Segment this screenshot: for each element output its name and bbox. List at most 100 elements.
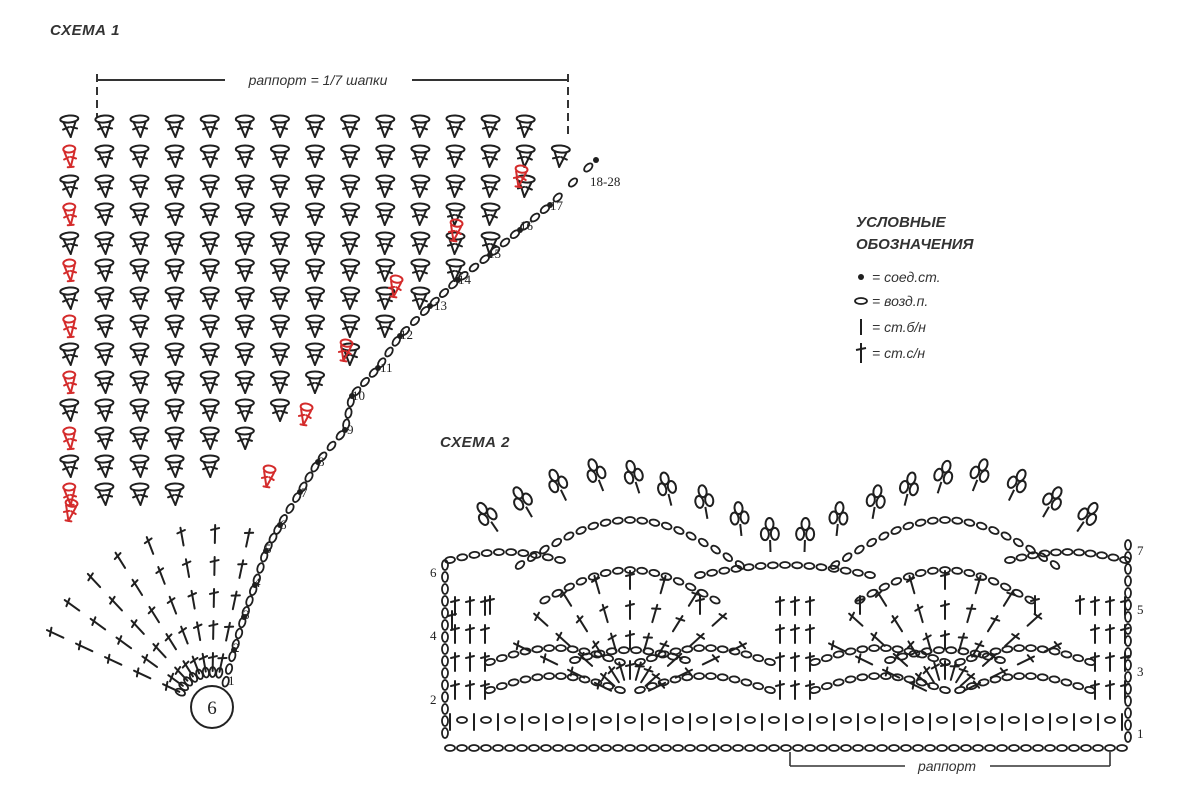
double-crochet-stitch [465,624,475,644]
chain-arch [633,685,647,695]
v-stitch [199,174,221,199]
scheme2-repeat-label: раппорт [917,758,976,774]
double-crochet-stitch [127,616,148,638]
chain-stitch [840,744,852,752]
double-crochet-stitch [888,612,907,635]
double-crochet-stitch [142,534,158,557]
chain-arch [599,517,613,528]
chain-arch [672,524,686,537]
double-crochet-stitch [1015,651,1037,670]
chain-arch [839,566,852,576]
v-stitch [164,174,186,199]
chain-stitch [720,716,732,724]
v-stitch [374,202,396,227]
chain-stitch [708,744,720,752]
scheme2-title: СХЕМА 2 [440,434,510,451]
chain-arch [1036,672,1049,682]
chain-stitch [441,583,449,595]
double-crochet-stitch [113,633,135,653]
v-stitch [94,481,116,507]
v-stitch [374,114,396,139]
double-crochet-stitch [962,602,978,625]
chain-stitch [1008,744,1020,752]
chain-stitch [984,716,996,724]
double-crochet-stitch [912,602,928,625]
chain-arch [1083,657,1097,667]
chain-arch [868,672,881,681]
chain-arch [468,550,481,560]
chain-stitch [441,715,449,727]
chain-arch [492,548,505,557]
chain-arch [611,566,625,576]
double-crochet-stitch [128,576,147,599]
v-stitch [94,173,116,199]
v-stitch [304,114,326,139]
v-stitch [549,143,572,169]
scheme1-row-label: 5 [265,541,272,556]
chain-arch [1024,672,1037,681]
chain-arch [624,516,636,524]
v-stitch [164,231,186,256]
chain-arch [926,516,940,526]
chain-arch [840,550,854,564]
double-crochet-bar-icon [850,342,872,364]
chain-arch [856,644,869,654]
chain-stitch [576,716,588,724]
chain-arch [986,575,1001,587]
chain-arch [879,644,892,653]
chain-arch [751,653,765,663]
double-crochet-stitch [73,638,96,656]
picot-cluster [691,482,718,522]
v-stitch [269,286,291,311]
chain-stitch [1032,744,1044,752]
double-crochet-stitch [988,665,1010,683]
chain-stitch [283,501,297,516]
v-stitch [164,202,186,227]
double-crochet-stitch [872,587,891,609]
chain-arch [877,581,891,593]
legend-label-single-crochet: = ст.б/н [872,319,926,335]
v-stitch [94,201,116,227]
chain-arch [617,646,630,655]
legend-item-slip-stitch: = соед.ст. [850,266,941,288]
chain-arch [844,674,857,684]
legend-title-line2: ОБОЗНАЧЕНИЯ [856,236,974,253]
double-crochet-stitch [708,609,730,630]
chain-arch [1095,550,1109,560]
v-stitch [199,144,221,169]
double-crochet-stitch [208,619,219,641]
double-crochet-stitch [209,555,220,577]
v-stitch [164,454,186,479]
chain-stitch [441,643,449,655]
chain-stitch [996,744,1008,752]
chain-arch [696,536,711,549]
scheme1-fan-stitches [59,113,572,523]
chain-stitch [1124,563,1132,575]
chain-arch [1083,685,1097,695]
v-stitch [269,202,291,227]
chain-arch [1107,553,1120,562]
chain-arch [635,566,649,576]
chain-arch [1011,536,1026,549]
chain-stitch [768,716,780,724]
picot-cluster [727,500,752,538]
v-stitch [199,454,221,479]
v-stitch [94,341,116,367]
picot-cluster [963,455,995,496]
v-stitch [199,314,221,339]
v-stitch-accent [296,401,315,427]
chain-arch [851,568,865,578]
v-stitch [59,341,81,367]
chain-stitch [756,744,768,752]
v-stitch [199,426,221,451]
chain-stitch [441,727,449,739]
legend-item-double-crochet: = ст.с/н [850,342,925,364]
v-stitch [59,453,81,479]
chain-stitch [648,716,660,724]
chain-stitch [528,716,540,724]
chain-stitch [912,716,924,724]
v-stitch [339,286,361,311]
picot-cluster [928,457,958,498]
chain-arch [999,530,1013,543]
